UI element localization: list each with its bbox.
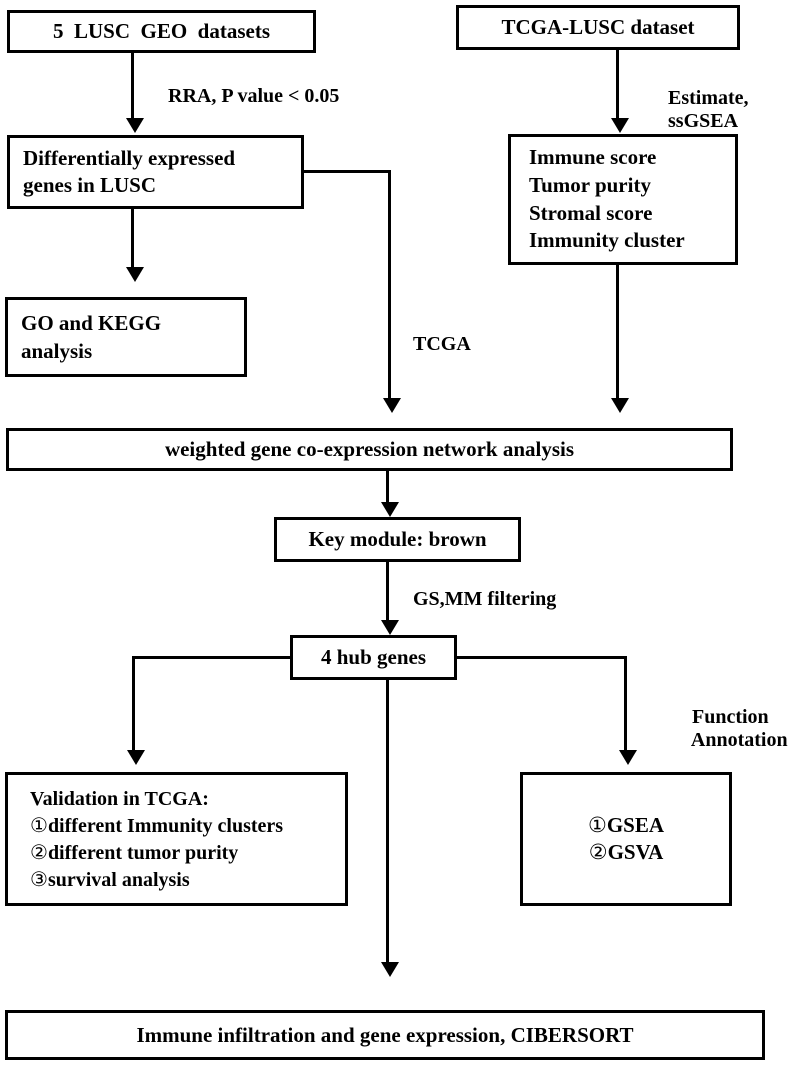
edge-scores-to-wgcna-arrowhead <box>611 398 629 413</box>
node-deg-label-line2: genes in LUSC <box>23 173 157 197</box>
edge-hubgenes-to-function-arrowhead <box>619 750 637 765</box>
node-wgcna: weighted gene co-expression network anal… <box>6 428 733 471</box>
edge-hubgenes-to-validation-arrowhead <box>127 750 145 765</box>
node-validation-line4-text: survival analysis <box>47 868 190 891</box>
node-validation-line2: ①different Immunity clusters <box>30 812 283 839</box>
edge-label-function-annotation: Function Annotation <box>672 682 788 776</box>
node-go-kegg: GO and KEGG analysis <box>5 297 247 377</box>
node-validation-line2-text: different Immunity clusters <box>47 814 284 837</box>
edge-deg-to-gokegg-arrowhead <box>126 267 144 282</box>
node-bottom-cibersort: Immune infiltration and gene expression,… <box>5 1010 765 1060</box>
node-immune-scores-line1: Immune score <box>529 144 657 169</box>
edge-deg-to-wgcna-arrowhead <box>383 398 401 413</box>
node-geo-datasets: 5 LUSC GEO datasets <box>7 10 316 53</box>
node-function-line1-text: GSEA <box>606 813 664 838</box>
edge-tcga-to-scores <box>616 50 619 118</box>
edge-label-tcga: TCGA <box>413 333 471 355</box>
edge-deg-to-wgcna-vertical <box>388 170 391 398</box>
node-immune-scores-line2: Tumor purity <box>529 172 651 197</box>
node-deg-label-line1: Differentially expressed <box>23 145 236 170</box>
node-hub-genes-label: 4 hub genes <box>320 645 427 669</box>
edge-geo-to-deg <box>131 53 134 118</box>
edge-keymodule-to-hubgenes <box>386 562 389 620</box>
edge-wgcna-to-keymodule <box>386 471 389 502</box>
node-validation-line1: Validation in TCGA: <box>30 787 209 810</box>
edge-hubgenes-center-vertical <box>386 680 389 962</box>
edge-geo-to-deg-arrowhead <box>126 118 144 133</box>
edge-label-rra: RRA, P value < 0.05 <box>168 85 340 107</box>
node-wgcna-label: weighted gene co-expression network anal… <box>164 437 575 461</box>
circled-number-1-icon: ① <box>30 812 48 837</box>
edge-keymodule-to-hubgenes-arrowhead <box>381 620 399 635</box>
edge-scores-to-wgcna <box>616 265 619 398</box>
edge-deg-to-gokegg <box>131 209 134 267</box>
circled-number-3-icon: ③ <box>30 866 48 891</box>
edge-label-function-line2: Annotation <box>690 729 788 752</box>
node-validation-line3-text: different tumor purity <box>47 841 239 864</box>
edge-label-estimate-line1: Estimate, <box>668 86 749 109</box>
circled-number-2-icon: ② <box>30 839 48 864</box>
node-immune-scores-line4: Immunity cluster <box>529 228 685 253</box>
node-go-kegg-label-line1: GO and KEGG <box>21 310 162 335</box>
node-geo-datasets-label: 5 LUSC GEO datasets <box>52 19 271 43</box>
edge-hubgenes-left-vertical <box>132 656 135 750</box>
edge-label-function-line1: Function <box>692 705 769 728</box>
edge-hubgenes-to-bottom-arrowhead <box>381 962 399 977</box>
circled-number-2-icon: ② <box>588 840 608 864</box>
edge-tcga-to-scores-arrowhead <box>611 118 629 133</box>
node-tcga-dataset-label: TCGA-LUSC dataset <box>501 15 695 39</box>
edge-label-gs-mm: GS,MM filtering <box>413 588 557 610</box>
node-bottom-cibersort-label: Immune infiltration and gene expression,… <box>136 1022 634 1047</box>
node-function-line2: ②GSVA <box>589 839 663 866</box>
node-immune-scores: Immune score Tumor purity Stromal score … <box>508 134 738 265</box>
node-key-module-label: Key module: brown <box>308 527 487 551</box>
node-function-line1: ①GSEA <box>588 812 664 839</box>
node-immune-scores-line3: Stromal score <box>529 200 653 225</box>
edge-hubgenes-right-horizontal <box>455 656 627 659</box>
node-validation-line4: ③survival analysis <box>30 866 190 893</box>
node-hub-genes: 4 hub genes <box>290 635 457 680</box>
edge-wgcna-to-keymodule-arrowhead <box>381 502 399 517</box>
edge-hubgenes-left-horizontal <box>132 656 292 659</box>
node-tcga-dataset: TCGA-LUSC dataset <box>456 5 740 50</box>
edge-hubgenes-right-vertical <box>624 656 627 750</box>
node-validation: Validation in TCGA: ①different Immunity … <box>5 772 348 906</box>
node-deg: Differentially expressed genes in LUSC <box>7 135 304 209</box>
edge-label-estimate: Estimate, ssGSEA <box>648 63 749 157</box>
node-function-annotation: ①GSEA ②GSVA <box>520 772 732 906</box>
node-go-kegg-label-line2: analysis <box>21 339 93 363</box>
edge-deg-to-wgcna-horizontal <box>304 170 391 173</box>
edge-label-estimate-line2: ssGSEA <box>668 110 739 133</box>
node-function-line2-text: GSVA <box>607 840 664 864</box>
node-validation-line3: ②different tumor purity <box>30 839 238 866</box>
circled-number-1-icon: ① <box>587 813 607 838</box>
node-key-module: Key module: brown <box>274 517 521 562</box>
